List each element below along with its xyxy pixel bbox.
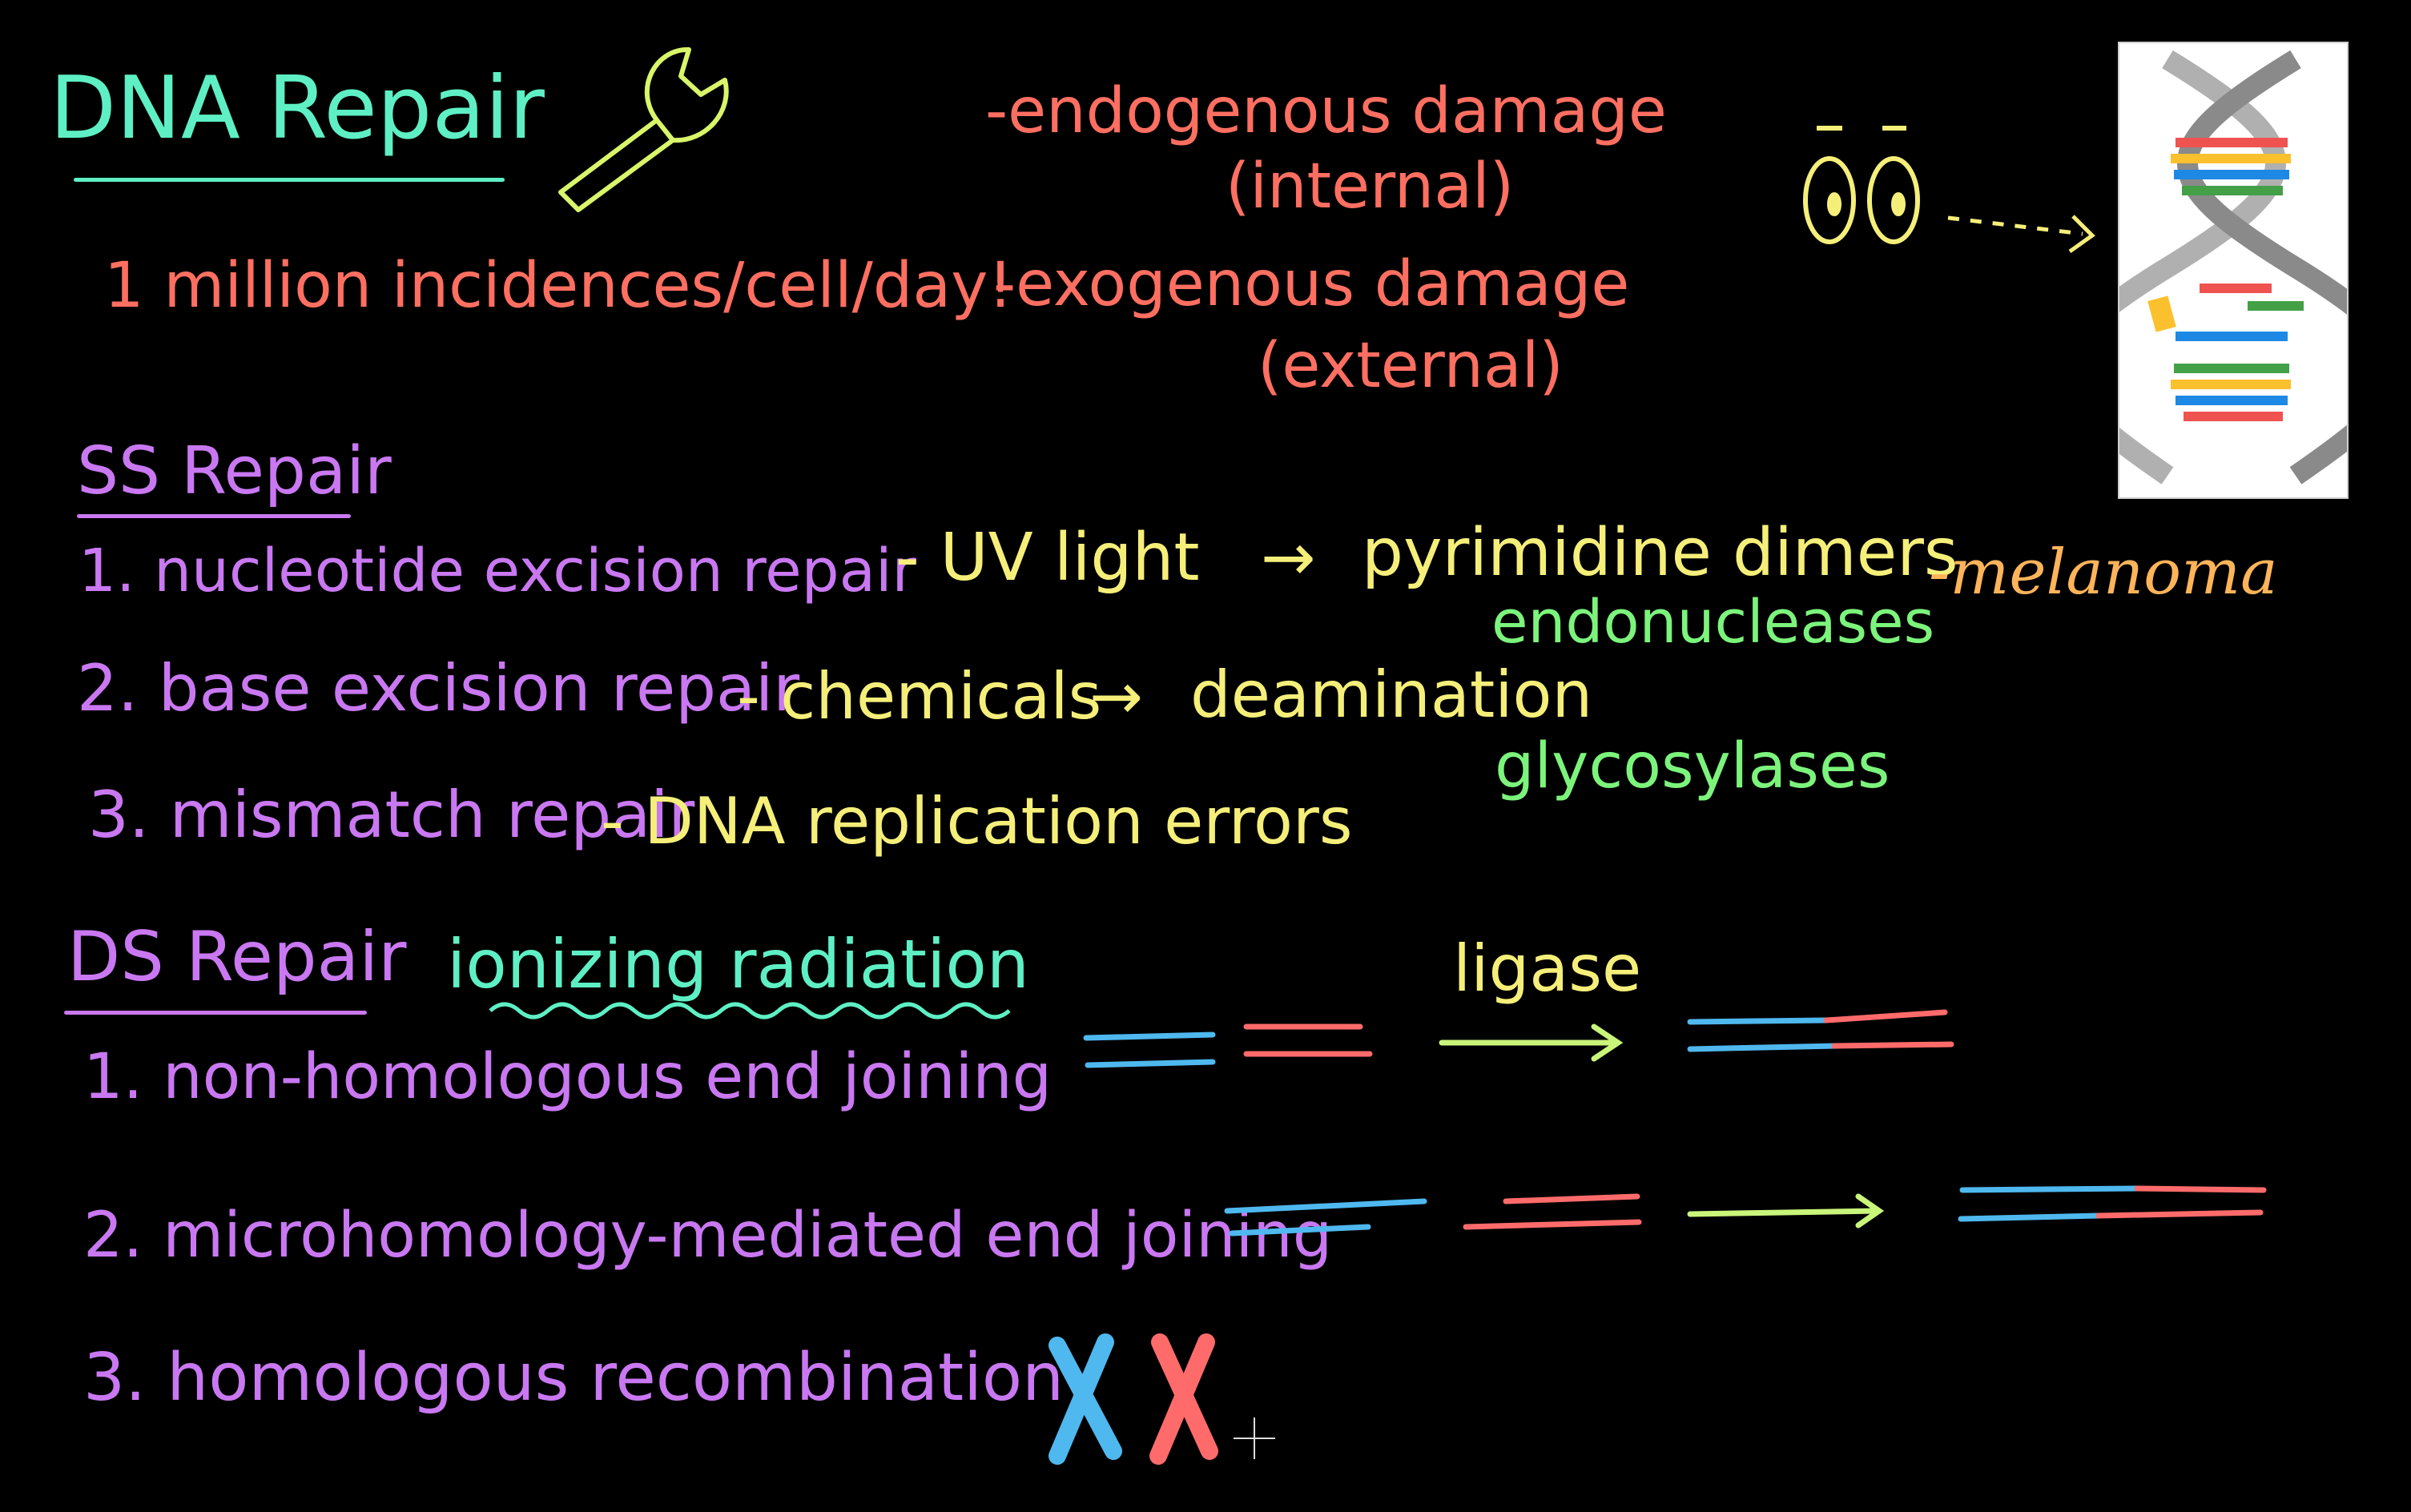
- rate-text: 1 million incidences/cell/day!: [104, 250, 1013, 322]
- ds-heading-underline: [64, 1011, 367, 1015]
- cursor-icon: [1234, 1418, 1275, 1459]
- nhej-diagram: [1083, 1009, 1954, 1068]
- endogenous-label: -endogenous damage: [985, 75, 1667, 147]
- page-title: DNA Repair: [50, 58, 545, 159]
- chromosome-icon: [1049, 1333, 1218, 1465]
- ss-item-3-label: 3. mismatch repair: [88, 778, 695, 852]
- exogenous-label: -exogenous damage: [993, 248, 1630, 320]
- ds-cause: ionizing radiation: [447, 925, 1030, 1003]
- ss-item-2-label: 2. base excision repair: [77, 651, 800, 726]
- ss-item-2-arrow: →: [1089, 659, 1144, 734]
- ds-repair-heading: DS Repair: [67, 917, 407, 997]
- endogenous-note: (internal): [1226, 151, 1515, 223]
- ds-item-2-label: 2. microhomology-mediated end joining: [83, 1200, 1333, 1272]
- mmej-diagram: [1224, 1185, 2267, 1237]
- wavy-underline: [489, 1002, 1011, 1019]
- ds-item-1-label: 1. non-homologous end joining: [83, 1041, 1053, 1113]
- ss-heading-underline: [77, 514, 351, 518]
- dna-helix-image: [2118, 42, 2349, 499]
- ss-item-1-result: pyrimidine dimers: [1362, 515, 1958, 591]
- ss-item-1-cause: - UV light: [896, 520, 1200, 596]
- ligase-label: ligase: [1453, 931, 1642, 1006]
- title-underline: [74, 178, 505, 182]
- wrench-icon: [558, 46, 729, 212]
- ss-item-1-arrow: →: [1261, 520, 1316, 596]
- ss-item-1-enzyme: endonucleases: [1491, 588, 1935, 657]
- ss-item-1-label: 1. nucleotide excision repair: [78, 537, 916, 605]
- ds-item-3-label: 3. homologous recombination: [83, 1340, 1065, 1416]
- eyes-icon: [1803, 126, 1920, 244]
- dotted-arrow-icon: [1947, 215, 2095, 254]
- exogenous-note: (external): [1258, 330, 1564, 402]
- ss-item-1-note: -melanoma: [1929, 537, 2278, 609]
- ss-item-2-enzyme: glycosylases: [1495, 730, 1890, 802]
- ss-repair-heading: SS Repair: [77, 433, 392, 509]
- ss-item-3-cause: - DNA replication errors: [601, 784, 1353, 859]
- ss-item-2-cause: - chemicals: [737, 659, 1102, 734]
- ss-item-2-result: deamination: [1190, 657, 1593, 732]
